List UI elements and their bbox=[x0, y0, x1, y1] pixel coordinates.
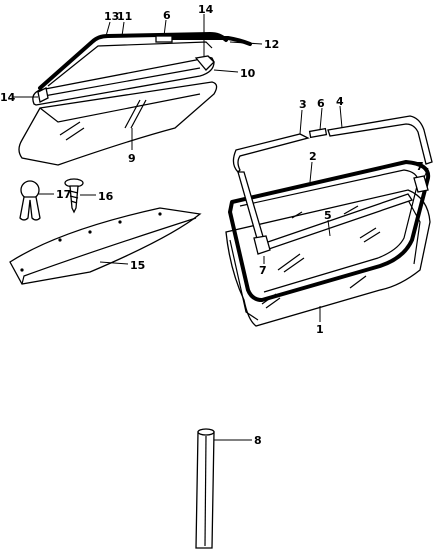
callout-7-right: 7 bbox=[416, 160, 424, 173]
part-9-glass-assembly bbox=[18, 32, 252, 166]
callout-13: 13 bbox=[104, 10, 119, 23]
part-8-rod bbox=[195, 428, 215, 549]
part-14-corner-left bbox=[37, 87, 49, 103]
callout-8: 8 bbox=[254, 434, 262, 447]
part-15-panel bbox=[9, 207, 202, 285]
callout-11: 11 bbox=[117, 10, 132, 23]
callout-14-left: 14 bbox=[0, 91, 16, 104]
part-4-molding bbox=[327, 115, 433, 165]
part-1-glass bbox=[225, 189, 431, 327]
part-17-clip bbox=[19, 180, 41, 221]
part-7-joint-right bbox=[413, 175, 429, 193]
callout-17: 17 bbox=[56, 188, 71, 201]
part-16-screw bbox=[64, 178, 84, 214]
callout-4: 4 bbox=[336, 95, 344, 108]
part-1-windshield-assembly bbox=[225, 115, 433, 327]
callout-16: 16 bbox=[98, 190, 114, 203]
callout-labels: 13 11 6 14 12 10 14 9 17 16 15 3 6 4 2 5… bbox=[0, 3, 424, 447]
part-7-joint-left bbox=[253, 235, 271, 255]
part-6-clip-upper bbox=[155, 35, 173, 43]
callout-1: 1 bbox=[316, 323, 324, 336]
callout-2: 2 bbox=[309, 150, 317, 163]
callout-3: 3 bbox=[299, 98, 307, 111]
callout-10: 10 bbox=[240, 67, 256, 80]
callout-6-upper: 6 bbox=[163, 9, 171, 22]
part-3-molding bbox=[232, 133, 310, 173]
callout-5: 5 bbox=[324, 209, 332, 222]
callout-12: 12 bbox=[264, 38, 279, 51]
part-14-corner-right bbox=[194, 55, 215, 71]
part-2-seal bbox=[228, 160, 431, 302]
callout-15: 15 bbox=[130, 259, 145, 272]
callout-14-upper: 14 bbox=[198, 3, 214, 16]
callout-9: 9 bbox=[128, 152, 136, 165]
part-9-glass bbox=[18, 81, 218, 166]
callout-7-left: 7 bbox=[259, 264, 267, 277]
leader-lines bbox=[12, 14, 429, 441]
part-6-clip-right bbox=[308, 127, 328, 139]
callout-6-right: 6 bbox=[317, 97, 325, 110]
